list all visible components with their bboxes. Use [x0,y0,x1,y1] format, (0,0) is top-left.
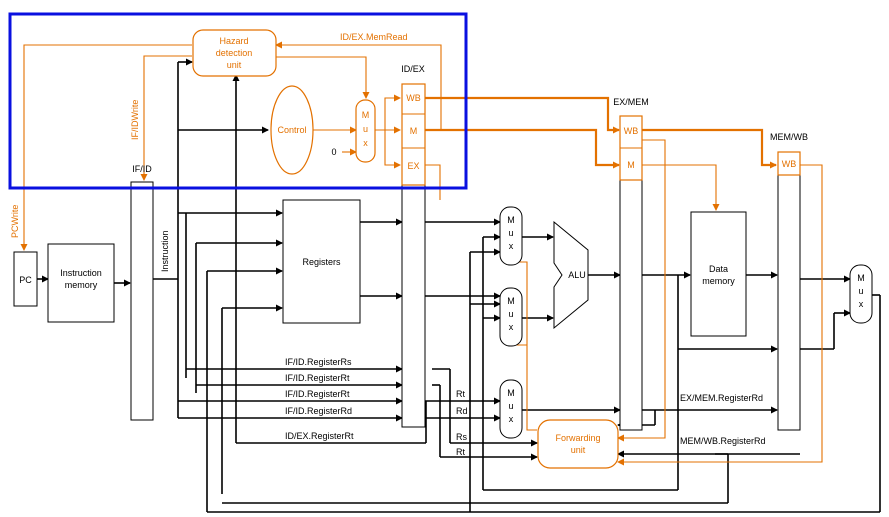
rs-label: Rs [456,432,467,442]
pc-label: PC [19,275,32,285]
data-memory [690,211,747,337]
hazard-label-2: detection [216,48,253,58]
id-ex-ex: EX [407,161,419,171]
control-mux-x: x [363,138,368,148]
ex-mem-label: EX/MEM [613,97,649,107]
hazard-highlight-box [8,12,468,190]
regdst-mux [499,379,523,439]
control-mux-u: u [363,124,368,134]
id-ex-control-fields [401,83,426,186]
forwarding-label-1: Forwarding [555,433,600,443]
instruction-memory-label-1: Instruction [60,268,102,278]
rt-label-1: Rt [456,389,465,399]
hazard-label-3: unit [227,60,242,70]
data-memory-label-1: Data [709,264,728,274]
hazard-label-1: Hazard [219,36,248,46]
id-ex-rt-label: ID/EX.RegisterRt [285,431,354,441]
mux-c-m: M [507,388,515,398]
rt-label-2: Rt [456,447,465,457]
id-ex-label: ID/EX [401,64,425,74]
if-id-write-label: IF/IDWrite [130,100,140,140]
mux-a-m: M [507,215,515,225]
id-ex-m: M [410,126,418,136]
control-mux-m: M [362,110,370,120]
mem-wb-rd-label: MEM/WB.RegisterRd [680,436,766,446]
alu-label: ALU [568,270,586,280]
forwarding-unit [537,419,619,469]
mux-a-x: x [509,241,514,251]
mem-wb-wb: WB [782,159,797,169]
if-id-register [130,181,154,421]
mem-wb-label: MEM/WB [770,132,808,142]
register-file [282,199,361,324]
instruction-label: Instruction [160,230,170,272]
ex-mem-m: M [627,160,635,170]
instruction-memory-label-2: memory [65,280,98,290]
datapath-wires [37,58,881,513]
registers-label: Registers [302,257,341,267]
mux-b-m: M [507,296,515,306]
mux-b-u: u [508,309,513,319]
hazard-detection-unit [192,29,277,77]
mem-wb-register [777,174,801,431]
control-mux [355,99,376,163]
alu-mux-a [499,206,523,266]
control-wires [20,41,823,466]
id-ex-register [401,184,426,428]
mux-c-x: x [509,414,514,424]
id-ex-memread-label: ID/EX.MemRead [340,32,408,42]
ex-mem-rd-label: EX/MEM.RegisterRd [680,393,763,403]
if-id-rt-label-2: IF/ID.RegisterRt [285,389,350,399]
if-id-label: IF/ID [132,164,152,174]
pc-register [13,251,38,307]
mux-a-u: u [508,228,513,238]
if-id-rd-label: IF/ID.RegisterRd [285,406,352,416]
mux-wb-u: u [858,286,863,296]
alu-mux-b [499,287,523,347]
pc-write-label: PCWrite [10,205,20,238]
id-ex-wb: WB [406,93,421,103]
ex-mem-wb: WB [624,126,639,136]
mem-wb-control-fields [777,151,801,176]
mux-wb-x: x [859,299,864,309]
zero-label: 0 [331,147,336,157]
control-label: Control [277,125,306,135]
mux-wb-m: M [857,273,865,283]
control-unit [270,85,314,175]
rd-label: Rd [456,406,468,416]
mux-b-x: x [509,322,514,332]
writeback-mux [849,264,873,324]
alu [553,220,589,330]
instruction-memory [47,243,115,323]
mux-c-u: u [508,401,513,411]
if-id-rt-label-1: IF/ID.RegisterRt [285,373,350,383]
forwarding-label-2: unit [571,445,586,455]
data-memory-label-2: memory [702,276,735,286]
if-id-rs-label: IF/ID.RegisterRs [285,357,352,367]
ex-mem-register [619,179,643,431]
